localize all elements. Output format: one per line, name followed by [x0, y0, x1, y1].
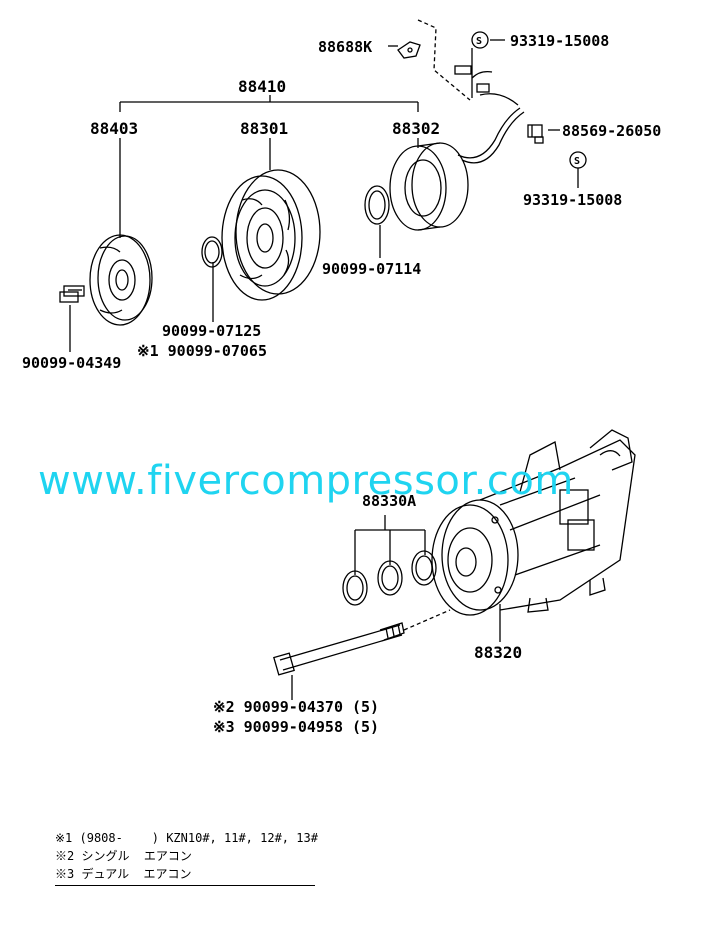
label-88330A: 88330A	[362, 492, 416, 510]
footnote-1: ※1 (9808- ) KZN10#, 11#, 12#, 13#	[55, 831, 318, 845]
diode-88569-26050	[527, 124, 544, 144]
marker-s-top-letter: S	[476, 36, 482, 47]
snap-ring-90099-07114	[364, 185, 390, 225]
label-90099-04958: ※3 90099-04958 (5)	[213, 718, 379, 736]
marker-s-top	[471, 31, 489, 49]
label-93319-15008-top: 93319-15008	[510, 32, 609, 50]
marker-s-bottom	[569, 151, 587, 169]
footnote-underline	[55, 885, 315, 886]
assembly-bracket-88410	[119, 95, 419, 112]
wire-terminal	[454, 65, 490, 93]
watermark-text: www.fivercompressor.com	[38, 458, 574, 504]
connector-88688K	[397, 41, 421, 59]
label-88569-26050: 88569-26050	[562, 122, 661, 140]
o-rings-88330A	[342, 550, 437, 606]
footnote-2: ※2 シングル エアコン	[55, 849, 192, 863]
compressor-88320	[431, 429, 636, 616]
label-88403: 88403	[90, 119, 138, 138]
label-88302: 88302	[392, 119, 440, 138]
label-90099-07125: 90099-07125	[162, 322, 261, 340]
clutch-plate-88403	[89, 234, 153, 326]
pulley-88301	[221, 169, 321, 301]
label-90099-07114: 90099-07114	[322, 260, 421, 278]
label-90099-04370: ※2 90099-04370 (5)	[213, 698, 379, 716]
label-88410: 88410	[238, 77, 286, 96]
label-90099-07065: ※1 90099-07065	[137, 342, 267, 360]
shim-90099-07125	[201, 236, 223, 268]
marker-s-bottom-letter: S	[574, 156, 580, 167]
label-93319-15008-bottom: 93319-15008	[523, 191, 622, 209]
connector-dashed-line	[417, 19, 471, 101]
footnotes: ※1 (9808- ) KZN10#, 11#, 12#, 13# ※2 シング…	[55, 829, 318, 883]
label-90099-04349: 90099-04349	[22, 354, 121, 372]
field-coil-88302	[389, 70, 525, 231]
footnote-3: ※3 デュアル エアコン	[55, 867, 192, 881]
label-88320: 88320	[474, 643, 522, 662]
bolt-90099-04349	[59, 285, 85, 303]
through-bolt	[273, 609, 451, 676]
label-88688K: 88688K	[318, 38, 372, 56]
label-88301: 88301	[240, 119, 288, 138]
